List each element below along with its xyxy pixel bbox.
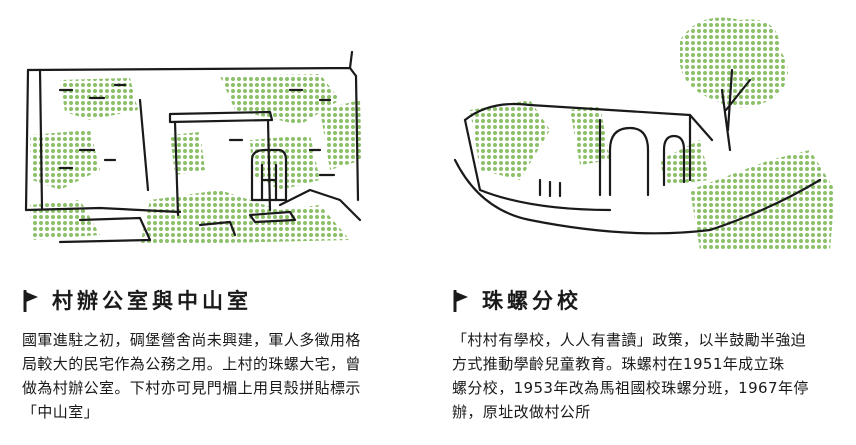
section-heading: 珠螺分校 [452, 286, 852, 316]
flag-icon [453, 290, 468, 312]
section-branch-school: 珠螺分校 「村村有學校，人人有書讀」政策，以半鼓勵半強迫 方式推動學齡兒童教育。… [452, 286, 852, 424]
body-line: 辦，原址改做村公所 [452, 403, 591, 421]
flag-icon [23, 290, 38, 312]
section-title: 村辦公室與中山室 [52, 289, 252, 313]
body-line: 方式推動學齡兒童教育。珠螺村在1951年成立珠 [452, 355, 785, 373]
section-body: 國軍進駐之初，碉堡營舍尚未興建，軍人多徵用格 局較大的民宅作為公務之用。上村的珠… [22, 328, 422, 424]
body-line: 螺分校，1953年改為馬祖國校珠螺分班，1967年停 [452, 379, 809, 397]
section-body: 「村村有學校，人人有書讀」政策，以半鼓勵半強迫 方式推動學齡兒童教育。珠螺村在1… [452, 328, 852, 424]
school-ruin-illustration [453, 17, 835, 250]
school-outline [453, 68, 822, 235]
section-heading: 村辦公室與中山室 [22, 286, 422, 316]
ruined-house-illustration [24, 50, 362, 245]
body-line: 做為村辦公室。下村亦可見門楣上用貝殼拼貼標示 [22, 379, 361, 397]
halftone-shading [470, 17, 835, 250]
house-outline [24, 50, 362, 244]
section-title: 珠螺分校 [482, 289, 582, 313]
body-line: 「村村有學校，人人有書讀」政策，以半鼓勵半強迫 [452, 331, 807, 349]
body-line: 國軍進駐之初，碉堡營舍尚未興建，軍人多徵用格 [22, 331, 361, 349]
section-village-office: 村辦公室與中山室 國軍進駐之初，碉堡營舍尚未興建，軍人多徵用格 局較大的民宅作為… [22, 286, 422, 424]
body-line: 局較大的民宅作為公務之用。上村的珠螺大宅，曾 [22, 355, 361, 373]
body-line: 「中山室」 [22, 403, 100, 421]
